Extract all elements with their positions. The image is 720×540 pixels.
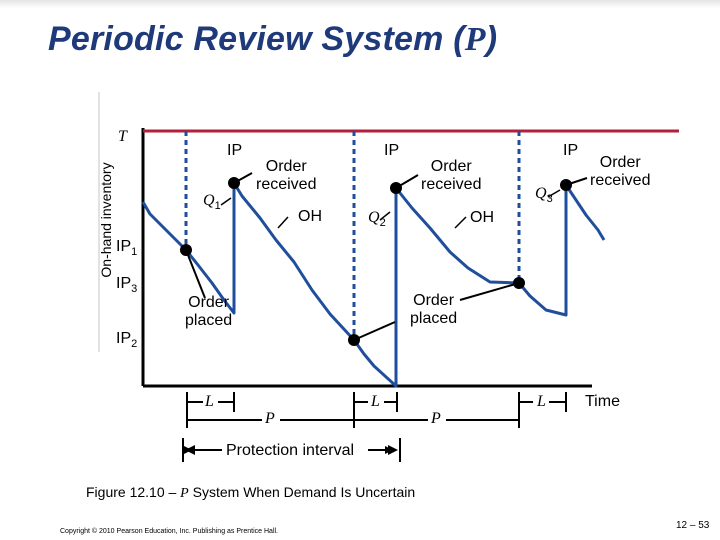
order-received-label: Order received xyxy=(256,158,317,193)
slide-top-band xyxy=(0,0,720,8)
review-period-label: P xyxy=(265,410,275,427)
slide-title: Periodic Review System (P) xyxy=(48,20,497,59)
inventory-position-label: IP xyxy=(563,142,579,159)
order-quantity-label: Q3 xyxy=(535,185,553,205)
protection-interval-label: Protection interval xyxy=(226,442,355,459)
lead-time-bracket xyxy=(186,392,235,412)
page-number: 12 – 53 xyxy=(676,520,710,531)
leader-line xyxy=(220,197,232,206)
protection-interval-left-arrow xyxy=(185,445,195,455)
y-axis-label: On-hand inventory xyxy=(98,162,114,278)
ip-level-label: IP1 xyxy=(116,238,138,258)
review-period-label: P xyxy=(431,410,441,427)
on-hand-label: OH xyxy=(298,208,322,225)
leader-line xyxy=(547,189,561,198)
leader-line xyxy=(185,249,206,299)
leader-line xyxy=(454,216,467,229)
order-quantity-label: Q1 xyxy=(203,192,221,212)
on-hand-label: OH xyxy=(470,209,494,226)
inventory-position-label: IP xyxy=(384,142,400,159)
order-received-marker xyxy=(228,177,240,189)
title-close: ) xyxy=(485,20,498,58)
leader-line xyxy=(277,216,289,229)
protection-interval-right-arrow xyxy=(388,445,398,455)
order-placed-label: Order placed xyxy=(185,294,233,329)
lead-time-label: L xyxy=(371,393,380,410)
order-received-marker xyxy=(390,182,402,194)
title-variable: P xyxy=(464,21,486,58)
order-received-label: Order received xyxy=(421,158,482,193)
lead-time-bracket xyxy=(353,392,398,412)
title-text: Periodic Review System ( xyxy=(48,20,465,58)
lead-time-label: L xyxy=(205,393,214,410)
on-hand-inventory-line xyxy=(141,181,606,388)
x-axis-label: Time xyxy=(585,393,620,410)
leader-line xyxy=(379,211,391,221)
order-placed-marker xyxy=(180,244,192,256)
lead-time-bracket xyxy=(518,392,567,412)
leader-line xyxy=(459,282,520,301)
ip-level-label: IP3 xyxy=(116,275,138,295)
order-placed-marker xyxy=(513,277,525,289)
lead-time-label: L xyxy=(537,393,546,410)
order-placed-label: Order placed xyxy=(410,292,458,327)
inventory-position-label: IP xyxy=(227,142,243,159)
order-quantity-label: Q2 xyxy=(368,209,386,229)
order-received-label: Order received xyxy=(590,154,651,189)
order-received-marker xyxy=(560,179,572,191)
review-period-bracket xyxy=(353,412,520,428)
left-rule xyxy=(98,92,100,352)
order-placed-marker xyxy=(348,334,360,346)
figure-caption: Figure 12.10 – P System When Demand Is U… xyxy=(86,484,416,501)
copyright-notice: Copyright © 2010 Pearson Education, Inc.… xyxy=(60,528,279,535)
target-level-label: T xyxy=(118,128,127,145)
leader-line xyxy=(353,321,396,341)
ip-level-label: IP2 xyxy=(116,330,138,350)
